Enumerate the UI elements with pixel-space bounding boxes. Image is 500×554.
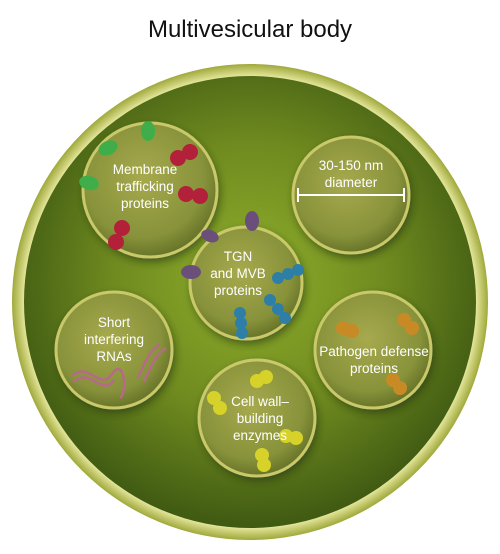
label-line: proteins (214, 283, 262, 298)
label-tgn-mvb: TGN and MVB proteins (210, 249, 266, 298)
label-diameter: 30-150 nm diameter (319, 158, 384, 190)
label-line: 30-150 nm (319, 158, 384, 173)
label-short-interfering: Short interfering RNAs (84, 315, 144, 364)
label-line: Short (98, 315, 131, 330)
label-line: and MVB (210, 266, 266, 281)
label-line: Pathogen defense (319, 344, 429, 359)
purple-proteins (181, 211, 259, 279)
diagram-title: Multivesicular body (147, 16, 353, 43)
label-line: Membrane (113, 162, 178, 177)
label-line: building (237, 411, 284, 426)
label-line: trafficking (116, 179, 174, 194)
diameter-scale-bar (297, 188, 405, 202)
blue-proteins (234, 264, 304, 339)
orange-proteins (336, 313, 419, 395)
rna-strands (71, 342, 167, 399)
label-line: RNAs (96, 349, 132, 364)
label-line: proteins (350, 361, 398, 376)
vesicle-cell-wall (197, 358, 317, 478)
label-membrane-trafficking: Membrane trafficking proteins (113, 162, 178, 211)
label-pathogen-defense: Pathogen defense proteins (319, 344, 429, 376)
red-proteins (108, 144, 208, 250)
yellow-proteins (207, 370, 303, 472)
vesicle-short-interfering (54, 290, 174, 410)
green-proteins (79, 121, 155, 191)
label-line: Cell wall– (231, 394, 289, 409)
label-line: enzymes (233, 428, 287, 443)
label-line: proteins (121, 196, 169, 211)
label-line: interfering (84, 332, 144, 347)
label-cell-wall: Cell wall– building enzymes (231, 394, 289, 443)
label-line: diameter (325, 175, 378, 190)
label-line: TGN (224, 249, 253, 264)
